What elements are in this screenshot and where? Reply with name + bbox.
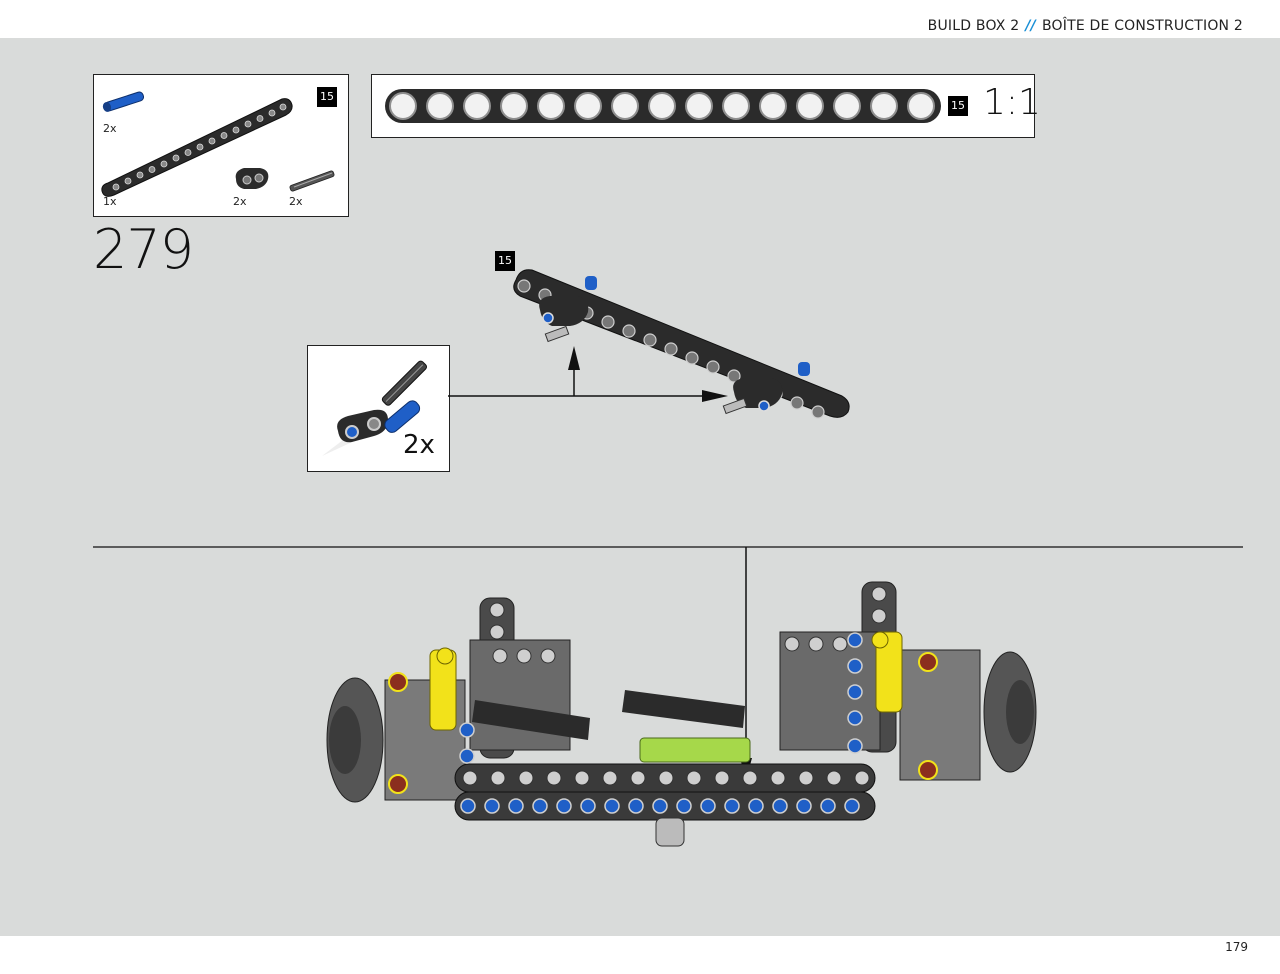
- subassembly-quantity: 2x: [403, 430, 435, 460]
- qty-beam-2: 2x: [233, 195, 247, 208]
- parts-list-box: 15 2x 1x 2x 2x: [93, 74, 349, 217]
- step-number: 279: [93, 218, 194, 281]
- blue-axle-pin-icon: [102, 91, 145, 112]
- beam-length-badge: 15: [495, 251, 515, 271]
- sub-axle-pin: [381, 360, 428, 406]
- beam-2-black-icon: [235, 168, 269, 189]
- axle-pin-grey-icon: [289, 170, 335, 192]
- parts-length-badge: 15: [317, 87, 337, 107]
- qty-blue-axle-pin: 2x: [103, 122, 117, 135]
- header-title-fr: BOÎTE DE CONSTRUCTION 2: [1041, 18, 1243, 34]
- beam-15-icon: [101, 98, 293, 197]
- arrow-head-up: [568, 346, 580, 370]
- scale-label: 1:1: [983, 82, 1041, 123]
- qty-beam-15: 1x: [103, 195, 117, 208]
- scale-length-badge: 15: [948, 96, 968, 116]
- subassembly-illustration: [322, 360, 428, 456]
- page-header: BUILD BOX 2 // BOÎTE DE CONSTRUCTION 2: [0, 0, 1280, 38]
- beam-assembly: [513, 269, 850, 419]
- arrow-head-right: [702, 390, 728, 402]
- page-footer: 179: [0, 936, 1280, 974]
- header-title: BUILD BOX 2 // BOÎTE DE CONSTRUCTION 2: [928, 18, 1243, 34]
- parts-list-illustration: [101, 91, 335, 197]
- page-number: 179: [1225, 940, 1248, 954]
- header-separator: //: [1025, 18, 1036, 34]
- chassis-assembly: [326, 581, 1037, 847]
- subassembly-callout: [307, 345, 450, 472]
- beam-scale-illustration: [385, 89, 941, 123]
- scale-reference-box: 15: [371, 74, 1035, 138]
- qty-axle-pin-grey: 2x: [289, 195, 303, 208]
- header-title-en: BUILD BOX 2: [927, 18, 1020, 34]
